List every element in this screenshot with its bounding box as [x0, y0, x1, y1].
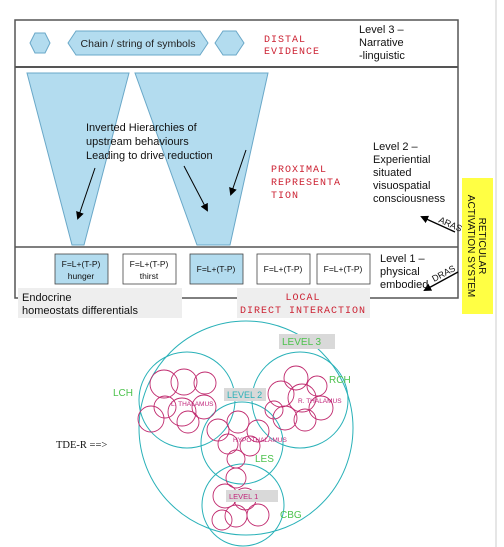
- formula-box-1: F=L+(T-P) hunger: [54, 253, 109, 285]
- arrow-right-cone: [229, 149, 247, 196]
- distal-label-line1: DISTAL: [264, 35, 306, 46]
- level3-label: LEVEL 3: [282, 337, 322, 348]
- right-cone: [134, 72, 269, 246]
- level3-tag: [279, 334, 335, 349]
- inverted-line1: Inverted Hierarchies of: [86, 122, 198, 134]
- dras-arrow: [423, 271, 459, 291]
- proximal-line3: TION: [271, 191, 299, 202]
- inverted-line2: upstream behaviours: [86, 136, 189, 148]
- endocrine-tag: [18, 288, 182, 318]
- endocrine-line2: homeostats differentials: [22, 305, 138, 317]
- local-tag: [237, 288, 370, 318]
- inverted-line3: Leading to drive reduction: [86, 150, 213, 162]
- arrow-center: [183, 165, 208, 212]
- formula-box-3: F=L+(T-P): [189, 253, 244, 285]
- hypothalamus-cluster: [206, 410, 270, 469]
- chain-hexagon: [67, 30, 209, 56]
- formula-box-4-line1: F=L+(T-P): [264, 264, 303, 274]
- proximal-line1: PROXIMAL: [271, 165, 327, 176]
- r-thalamus-cluster: [264, 365, 334, 432]
- level2-line1: Level 2 –: [373, 141, 419, 153]
- level1-line3: embodied: [380, 279, 428, 291]
- proximal-line2: REPRESENTA: [271, 178, 341, 189]
- level3-line3: -linguistic: [359, 50, 405, 62]
- level2-line3: situated: [373, 167, 412, 179]
- level2-label: LEVEL 2: [227, 390, 262, 400]
- r-thalamus-label: R. THALAMUS: [298, 398, 342, 405]
- level1-label: LEVEL 1: [229, 492, 258, 501]
- aras-label: ARAS: [437, 215, 463, 234]
- formula-box-4: F=L+(T-P): [256, 253, 311, 285]
- level2-tag: [224, 388, 266, 401]
- level1-line2: physical: [380, 266, 420, 278]
- tde-label: TDE-R ==>: [56, 440, 107, 451]
- hexagon-right: [214, 30, 245, 56]
- l-thalamus-cluster: [137, 368, 217, 434]
- formula-box-1-line1: F=L+(T-P): [62, 259, 101, 269]
- cbg-circle: [201, 463, 285, 547]
- level1-tag: [226, 490, 278, 502]
- local-line1: LOCAL: [285, 293, 320, 304]
- formula-box-5-line1: F=L+(T-P): [324, 264, 363, 274]
- cbg-label: CBG: [280, 510, 302, 521]
- ras-box: [462, 178, 493, 314]
- formula-box-3-line1: F=L+(T-P): [197, 264, 236, 274]
- level3-line2: Narrative: [359, 37, 404, 49]
- local-line2: DIRECT INTERACTION: [240, 306, 366, 317]
- hypothalamus-label: HYPOTHALAMUS: [233, 437, 287, 444]
- chain-label: Chain / string of symbols: [81, 38, 196, 50]
- arrow-left-cone: [76, 167, 96, 220]
- rch-label: RCH: [329, 375, 351, 386]
- formula-box-2-line2: thirst: [140, 271, 159, 281]
- dras-label: DRAS: [430, 263, 457, 284]
- level2-line2: Experiential: [373, 154, 430, 166]
- hexagon-left: [29, 32, 51, 54]
- formula-box-1-line2: hunger: [68, 271, 95, 281]
- level2-line4: visuospatial: [373, 180, 430, 192]
- l-thalamus-label: L. THALAMUS: [171, 401, 214, 408]
- formula-box-2: F=L+(T-P) thirst: [122, 253, 177, 285]
- ras-line1: RETICULAR: [476, 218, 487, 275]
- left-cone: [26, 72, 130, 246]
- outer-circle-level3: [138, 320, 354, 536]
- level1-line1: Level 1 –: [380, 253, 426, 265]
- formula-box-2-line1: F=L+(T-P): [130, 259, 169, 269]
- lch-circle: [138, 351, 236, 449]
- ras-line2: ACTIVATION SYSTEM: [465, 195, 476, 297]
- lch-label: LCH: [113, 388, 133, 399]
- formula-box-5: F=L+(T-P): [316, 253, 371, 285]
- aras-arrow: [420, 215, 456, 233]
- endocrine-line1: Endocrine: [22, 292, 72, 304]
- main-frame: [14, 19, 459, 299]
- distal-label-line2: EVIDENCE: [264, 47, 320, 58]
- les-label: LES: [255, 454, 274, 465]
- level3-line1: Level 3 –: [359, 24, 405, 36]
- level2-line5: consciousness: [373, 193, 446, 205]
- les-circle: [200, 401, 284, 485]
